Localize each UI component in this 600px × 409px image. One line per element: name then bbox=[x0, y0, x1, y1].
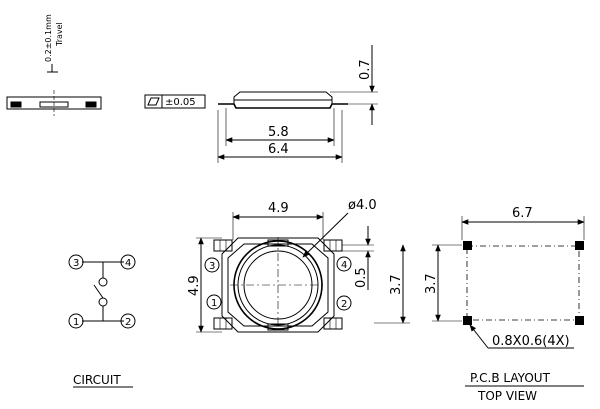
diameter-leader bbox=[302, 212, 349, 258]
circuit-pin-3: 3 bbox=[73, 258, 79, 269]
pcb-outline bbox=[466, 245, 580, 321]
top-pin-3-circle bbox=[204, 257, 220, 273]
circuit-pin-2: 2 bbox=[125, 317, 131, 328]
top-pin-1: 1 bbox=[211, 298, 217, 309]
dim-body-width: 5.8 bbox=[268, 125, 289, 140]
circuit-contact-top bbox=[98, 277, 108, 287]
top-body-outline bbox=[221, 237, 335, 333]
circuit-pin-4-circle bbox=[120, 254, 136, 270]
pcb-pad-4 bbox=[575, 241, 584, 250]
circuit: 3 4 1 2 CIRCUIT bbox=[68, 254, 136, 388]
flatness-tolerance: ±0.05 bbox=[165, 97, 196, 108]
dim-pin-pitch: 0.5 bbox=[354, 267, 369, 288]
top-body-inner bbox=[227, 243, 329, 327]
pcb-dim-width: 6.7 bbox=[512, 206, 533, 221]
flatness-frame bbox=[144, 94, 206, 109]
dim-height-right: 3.7 bbox=[389, 274, 404, 295]
flatness-icon bbox=[147, 97, 160, 106]
circuit-pin-1-circle bbox=[68, 313, 84, 329]
front-view: ±0.05 0.7 5.8 6.4 bbox=[144, 45, 378, 163]
pcb-pad-2 bbox=[575, 316, 584, 325]
top-pin-2: 2 bbox=[341, 299, 347, 310]
top-pin-2-circle bbox=[336, 295, 352, 311]
circuit-switch-blade bbox=[93, 284, 104, 299]
side-view: 0.2±0.1mm Travel bbox=[6, 14, 102, 116]
circuit-caption: CIRCUIT bbox=[73, 373, 121, 387]
pad-note-leader bbox=[469, 324, 489, 349]
circuit-pin-3-circle bbox=[68, 254, 84, 270]
dim-body: 4.9 bbox=[268, 201, 289, 216]
pcb-caption-1: P.C.B LAYOUT bbox=[470, 371, 551, 385]
front-body bbox=[218, 91, 348, 105]
terminal-3 bbox=[213, 239, 233, 252]
dim-height: 0.7 bbox=[358, 59, 373, 80]
pcb-dim-height: 3.7 bbox=[424, 273, 439, 294]
pcb-layout: 6.7 3.7 0.8X0.6(4X) P.C.B LAYOUT TOP VIE… bbox=[424, 206, 585, 403]
pcb-pad-3 bbox=[463, 241, 472, 250]
top-pin-3: 3 bbox=[209, 261, 215, 272]
pcb-caption-2: TOP VIEW bbox=[477, 389, 537, 403]
dim-overall-width: 6.4 bbox=[268, 142, 289, 157]
pcb-pad-1 bbox=[463, 316, 472, 325]
pcb-pad-note: 0.8X0.6(4X) bbox=[492, 334, 570, 349]
circuit-contact-bottom bbox=[98, 297, 108, 307]
travel-label: 0.2±0.1mm bbox=[44, 14, 53, 62]
terminal-4 bbox=[323, 239, 343, 252]
dim-height-left: 4.9 bbox=[187, 275, 202, 296]
circuit-pin-1: 1 bbox=[73, 317, 79, 328]
top-pin-1-circle bbox=[206, 294, 222, 310]
front-base bbox=[218, 103, 348, 109]
circuit-pin-2-circle bbox=[120, 313, 136, 329]
top-view: 4.9 ø4.0 4.9 0.5 bbox=[187, 198, 410, 333]
circuit-pin-4: 4 bbox=[125, 258, 131, 269]
top-pin-4: 4 bbox=[341, 260, 347, 271]
side-terminal-right bbox=[85, 101, 97, 108]
side-terminal-left bbox=[10, 101, 22, 108]
top-pin-4-circle bbox=[336, 256, 352, 272]
terminal-1 bbox=[213, 317, 233, 330]
dim-actuator-diameter: ø4.0 bbox=[348, 198, 377, 213]
travel-label-2: Travel bbox=[55, 22, 64, 47]
terminal-2 bbox=[323, 317, 343, 330]
